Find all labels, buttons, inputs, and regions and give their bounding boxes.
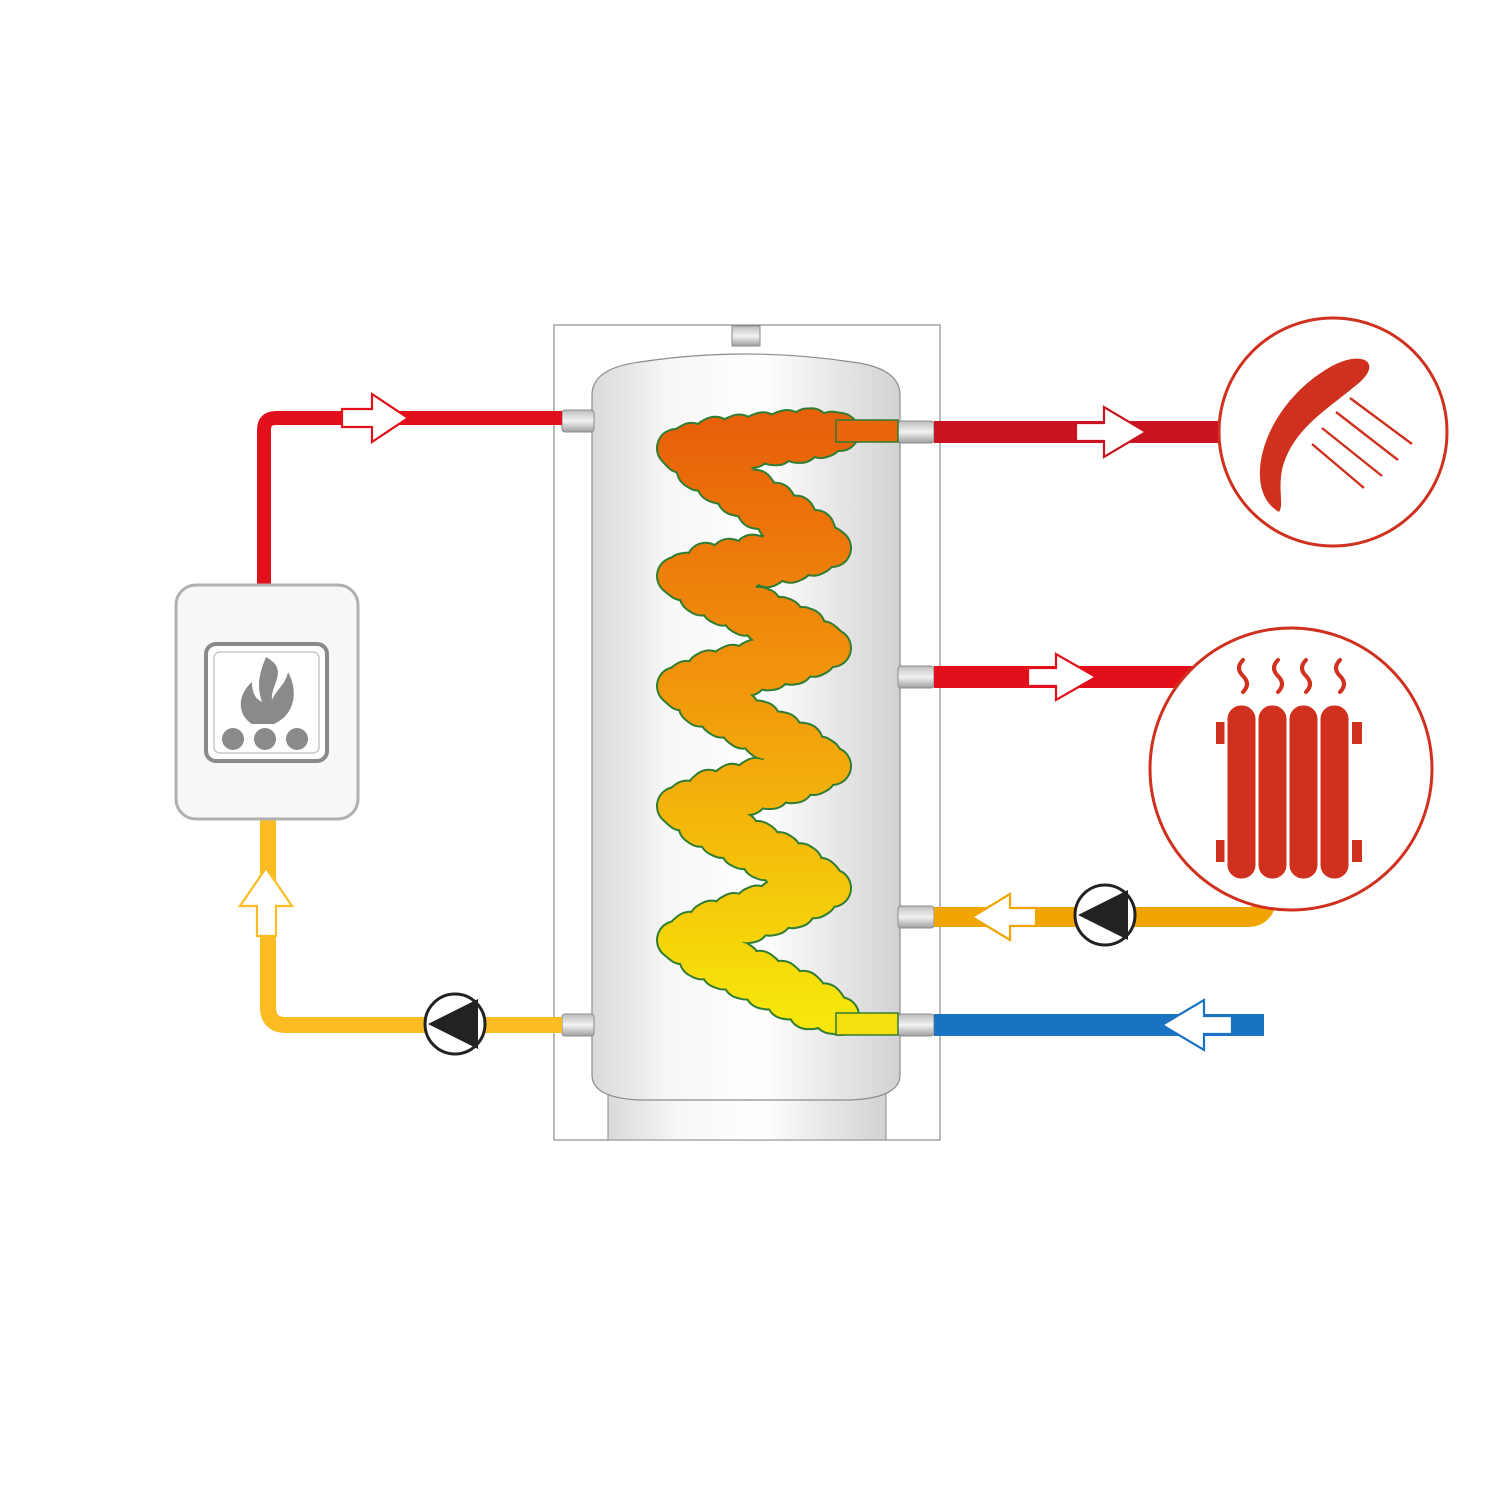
boiler-flow-pipe: [257, 411, 562, 588]
tank-port-left-bottom: [561, 1013, 595, 1037]
boiler-return-arrow: [237, 866, 295, 938]
tank-port-right-3: [897, 905, 935, 929]
boiler-flow-arrow: [340, 391, 410, 445]
heating-flow-arrow: [1026, 652, 1099, 702]
coil-inlet: [835, 1012, 899, 1036]
tank-port-right-4: [897, 1013, 935, 1037]
heating-pump: [1073, 883, 1137, 947]
boiler-return-pipe: [260, 818, 562, 1033]
hot-water-arrow: [1074, 405, 1149, 459]
shower-icon: [1217, 316, 1449, 548]
boiler-flame-icon: [204, 642, 329, 763]
cold-water-arrow: [1159, 998, 1234, 1052]
tank-port-left-top: [561, 409, 595, 433]
tank-port-right-1: [897, 420, 935, 444]
boiler: [174, 583, 360, 821]
tank-port-right-2: [897, 665, 935, 689]
boiler-pump: [423, 992, 487, 1056]
coil-outlet: [835, 419, 899, 443]
heat-exchanger-coil: [656, 407, 899, 1036]
radiator-icon: [1148, 626, 1434, 912]
tank-top-port: [731, 325, 761, 347]
heating-return-arrow: [969, 892, 1038, 942]
